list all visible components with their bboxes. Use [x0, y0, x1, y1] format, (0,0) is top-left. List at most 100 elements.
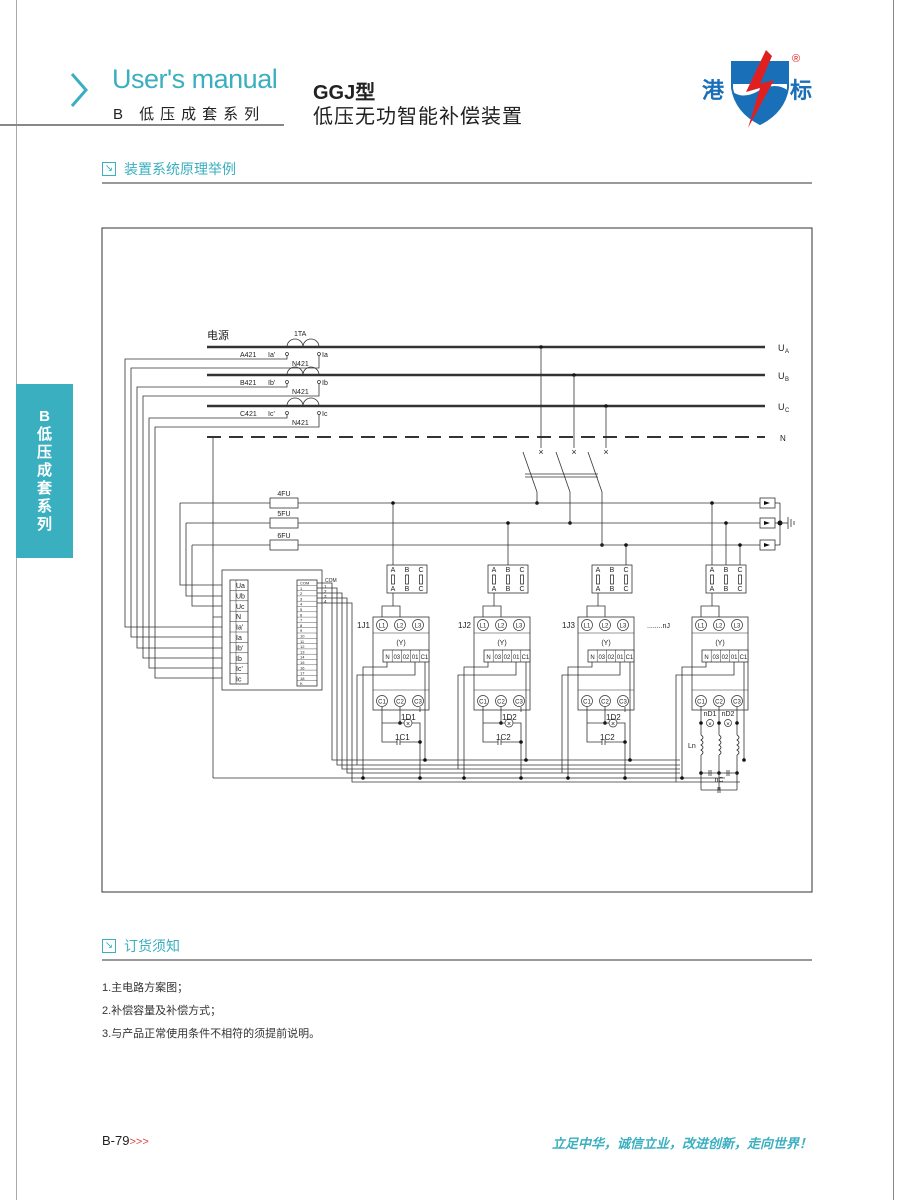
ct-terminal-label: Ic [322, 411, 328, 418]
inductor-icon [736, 734, 740, 756]
controller-output-terminal: 13 [300, 649, 305, 654]
bus-label-sub: C [785, 408, 790, 414]
output-terminal-icon [412, 695, 424, 707]
input-terminal-icon [695, 619, 707, 631]
output-terminal-icon [617, 695, 629, 707]
input-terminal-icon [376, 619, 388, 631]
inductor-label: Ln [688, 743, 696, 750]
side-tab-char: 套 [36, 480, 52, 497]
ct-wire [130, 355, 320, 638]
ct-label: 1TA [294, 331, 307, 338]
fuse-block-label: B [506, 567, 511, 574]
bus-label: U [778, 371, 785, 381]
indicator-lamp-icon [706, 719, 714, 727]
side-tab-char: 系 [36, 498, 52, 515]
side-tab-char: 压 [36, 444, 52, 461]
bus-label-sub: A [785, 349, 789, 355]
bus-label: U [778, 402, 785, 412]
output-label: COM [325, 578, 337, 584]
ct-terminal-label: Ia' [268, 352, 275, 359]
neutral-bus-label: N [780, 434, 786, 443]
section-order-title: 订货须知 [124, 938, 180, 954]
fuse-block-label: C [623, 586, 628, 593]
lamp-label: nD1 [704, 711, 717, 718]
contactor-unit [691, 616, 749, 711]
fuse-block-label: A [710, 567, 715, 574]
fuse-block-label: B [405, 567, 410, 574]
input-terminal-label: L1 [379, 624, 386, 630]
output-label: 4 [324, 599, 327, 604]
output-terminal-label: C1 [583, 700, 591, 706]
switch-blade [555, 451, 571, 493]
lamp-label: nD2 [722, 711, 735, 718]
lamp-cross: × [507, 721, 511, 728]
output-terminal-label: C3 [414, 700, 422, 706]
control-wire [675, 662, 735, 782]
input-terminal-label: L2 [397, 624, 404, 630]
fuse-block-label: A [391, 586, 396, 593]
control-terminal-label: N [704, 655, 708, 661]
lamp-label: 1D2 [606, 713, 621, 722]
current-transformer-icon [286, 338, 320, 348]
control-wire [561, 662, 621, 773]
fuse-icon [596, 574, 600, 585]
control-terminal-label: 01 [731, 655, 738, 661]
section-divider [102, 182, 812, 184]
fuse-icon [738, 574, 742, 585]
ct-terminal-label: Ib' [268, 380, 275, 387]
output-terminal-icon [376, 695, 388, 707]
controller-output-terminal: 4 [300, 602, 303, 607]
output-terminal-label: C1 [479, 700, 487, 706]
output-terminal-icon [695, 695, 707, 707]
inductor-icon [718, 734, 722, 756]
control-wire [317, 582, 680, 761]
fuse-block-label: A [391, 567, 396, 574]
chevron-right-icon [70, 73, 88, 107]
output-label: 1 [324, 584, 327, 589]
controller-output-terminal: 8 [300, 623, 303, 628]
unit-name: 1J3 [562, 621, 575, 630]
capacitor-label: nC [715, 777, 724, 784]
junction-dot [623, 740, 627, 744]
wire [381, 707, 397, 743]
fuse-block-label: A [492, 586, 497, 593]
ct-terminal-label: Ib [322, 380, 328, 387]
header-divider [0, 124, 284, 126]
capacitor-label: 1C2 [496, 733, 511, 742]
fuse-icon [269, 517, 299, 529]
junction-dot [623, 776, 627, 780]
input-terminal-label: L1 [698, 624, 705, 630]
wire [700, 605, 720, 617]
fuse-block-label: B [724, 586, 729, 593]
control-terminal-strip [382, 649, 430, 663]
side-tab: B 低 压 成 套 系 列 [16, 384, 73, 558]
unit-mode-label: (Y) [715, 640, 724, 647]
control-terminal-label: 01 [617, 655, 624, 661]
section-divider [102, 959, 812, 961]
wire [513, 722, 522, 778]
wire [412, 722, 421, 778]
controller-input-terminal: Ib' [236, 645, 243, 652]
wire [482, 605, 502, 617]
ct-wire [124, 355, 288, 628]
control-terminal-label: 02 [722, 655, 729, 661]
arrow-box-icon: ↘ [102, 162, 116, 176]
input-terminal-label: L3 [516, 624, 523, 630]
neutral-wire-label: N421 [292, 361, 309, 368]
junction-dot [738, 543, 742, 547]
product-name: 低压无功智能补偿装置 [313, 106, 523, 128]
page-edge-left [16, 0, 17, 1200]
junction-dot [566, 776, 570, 780]
fuse-icon [391, 574, 395, 585]
contactor-unit [473, 616, 531, 711]
control-terminal-label: 02 [403, 655, 410, 661]
page-edge-right [893, 0, 894, 1200]
wire [617, 722, 626, 778]
controller-input-terminal: Ua [236, 583, 245, 590]
contactor-unit [372, 616, 430, 711]
bus-label-sub: B [785, 377, 789, 383]
control-terminal-label: N [385, 655, 389, 661]
output-terminal-label: C2 [601, 700, 609, 706]
control-terminal-label: 03 [494, 655, 501, 661]
